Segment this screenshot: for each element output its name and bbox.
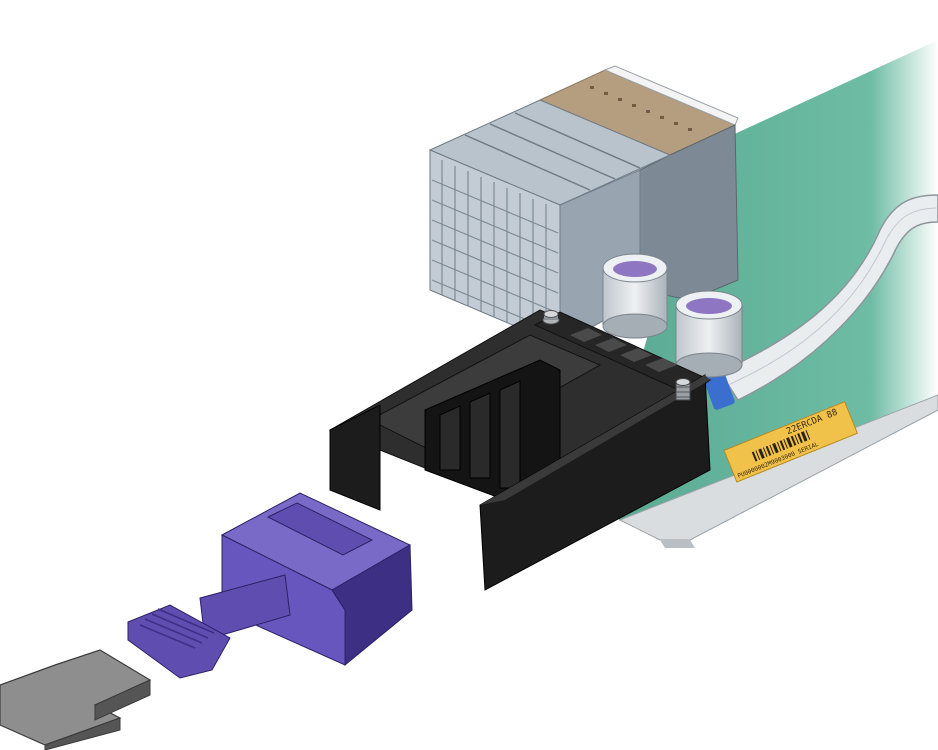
capacitor-left-top — [613, 261, 657, 277]
arrow-side-face — [94, 679, 151, 721]
removal-direction-arrow — [0, 649, 152, 750]
ribbon-crease — [727, 207, 938, 386]
connector-top-white — [603, 65, 739, 126]
ribbon-cable — [703, 194, 938, 410]
latch-right-wall-top — [480, 375, 710, 505]
plug-side — [331, 544, 413, 667]
barcode-bars — [751, 430, 811, 462]
latch-left-wall — [329, 404, 381, 511]
arrow-head-side — [44, 717, 121, 750]
latch-vent-slots — [570, 328, 677, 372]
capacitor-right — [675, 290, 743, 378]
connector-pin-dots — [590, 86, 692, 131]
capacitor-right-top — [686, 298, 732, 314]
pull-tab-ridges — [139, 608, 215, 649]
plug-top-recess — [266, 502, 374, 556]
barcode-label: 22ERCDA 88 PU0000002M9003000 SERIAL — [723, 401, 859, 483]
board-edge-bevel — [660, 540, 695, 548]
latch-housing — [328, 309, 712, 591]
latch-inner-ribs — [439, 380, 521, 489]
latch-screw-top — [542, 310, 560, 325]
board-edge — [618, 394, 938, 541]
purple-handle-plug — [127, 492, 413, 679]
board-connector — [428, 65, 739, 346]
capacitor-left — [602, 253, 668, 339]
latch-screw-right — [675, 378, 691, 401]
ribbon-blue-tab — [703, 370, 735, 410]
